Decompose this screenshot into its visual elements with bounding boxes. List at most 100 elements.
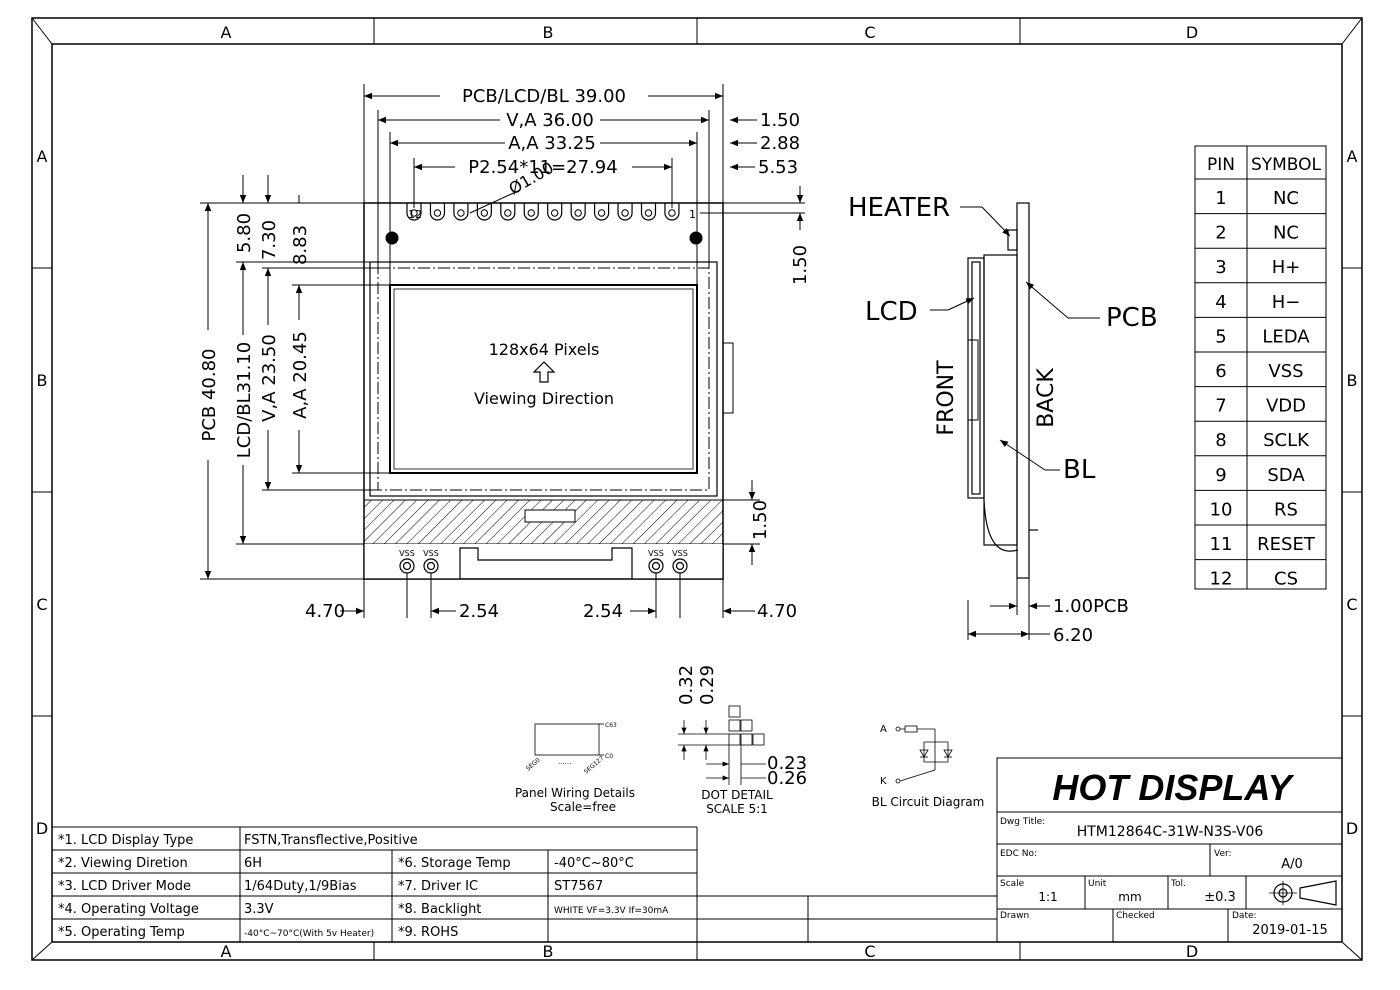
ver-label: Ver: [1214, 849, 1232, 859]
tol-value: ±0.3 [1204, 890, 1236, 905]
pin-symbol: SCLK [1263, 430, 1310, 451]
pin-1-label: 1 [689, 208, 696, 221]
dim-pcb-thickness: 1.00PCB [1053, 596, 1129, 617]
cathode-label: K [880, 776, 887, 787]
vss-pads [399, 558, 688, 574]
pin-number: 10 [1210, 499, 1233, 520]
header-pin [640, 203, 657, 221]
spec-label: *6. Storage Temp [398, 856, 511, 871]
top-dimensions [363, 84, 805, 285]
vss-label-3: VSS [648, 549, 664, 558]
col-label-c-bottom: C [864, 942, 875, 961]
viewing-arrow-icon [532, 361, 556, 383]
dim-aa-width: A,A 33.25 [508, 133, 596, 154]
vss-label-4: VSS [672, 549, 688, 558]
tol-label: Tol. [1170, 879, 1186, 889]
pin-symbol: VDD [1266, 396, 1306, 417]
dim-total-thickness: 6.20 [1053, 625, 1093, 646]
pin-number: 6 [1215, 361, 1226, 382]
dim-top-3: 8.83 [290, 225, 311, 265]
panel-wiring-caption: Panel Wiring Details [515, 786, 635, 800]
side-lcd [967, 257, 985, 499]
pin-number: 7 [1215, 396, 1226, 417]
dim-bottom-left-pitch: 2.54 [459, 601, 499, 622]
screen-label: 128x64 Pixels [489, 340, 600, 359]
projection-symbol-icon [1269, 880, 1337, 906]
mounting-hole-left [385, 231, 399, 245]
side-tab [722, 342, 734, 414]
dim-right-3: 5.53 [758, 157, 798, 178]
pcb-label: PCB [1106, 303, 1158, 333]
front-labels: 12 1 128x64 Pixels Viewing Direction VSS… [399, 208, 696, 558]
dot-detail-caption: DOT DETAIL [701, 788, 773, 802]
unit-value: mm [1118, 890, 1141, 904]
dim-pcb-width: PCB/LCD/BL 39.00 [462, 86, 626, 107]
side-pcb [1016, 202, 1030, 579]
company-logo: HOT DISPLAY [1052, 767, 1294, 808]
dim-right-vertical: 1.50 [790, 245, 811, 285]
bl-label: BL [1063, 455, 1096, 485]
spec-label: *5. Operating Temp [58, 925, 185, 940]
seg-left-label: SEG0 [525, 757, 542, 773]
dwg-title: HTM12864C-31W-N3S-V06 [1077, 824, 1264, 840]
bl-circuit: A K BL Circuit Diagram [872, 724, 985, 809]
pin-symbol: H+ [1272, 257, 1301, 278]
mounting-hole-right [689, 231, 703, 245]
row-label-b-right: B [1347, 371, 1358, 390]
col-label-d-bottom: D [1186, 942, 1198, 961]
pin-symbol: SDA [1267, 465, 1305, 486]
pin-number: 2 [1215, 223, 1226, 244]
spec-label: *3. LCD Driver Mode [58, 879, 191, 894]
ver-value: A/0 [1281, 857, 1303, 872]
pin-number: 8 [1215, 430, 1226, 451]
pin-symbol: NC [1273, 223, 1299, 244]
dot-dim-2: 0.29 [697, 665, 718, 705]
side-view [930, 202, 1100, 640]
drawn-label: Drawn [1000, 911, 1029, 921]
date-label: Date: [1232, 911, 1257, 921]
pin-number: 12 [1210, 569, 1233, 590]
header-pin [453, 203, 469, 221]
col-label-c-top: C [864, 23, 875, 42]
dim-lcd-bl-height: LCD/BL31.10 [234, 342, 255, 458]
pin-symbol: H− [1272, 292, 1301, 313]
spec-value: FSTN,Transflective,Positive [244, 833, 418, 848]
dot-detail: 0.32 0.29 0.23 0.26 DOT DETAIL SCALE 5:1 [676, 665, 807, 816]
pin-number: 4 [1215, 292, 1226, 313]
bottom-dimension-labels: 4.70 2.54 2.54 4.70 1.50 [305, 500, 797, 622]
pin-row [406, 203, 680, 221]
viewing-area [377, 267, 710, 491]
heater-label: HEATER [848, 193, 950, 223]
spec-label: *4. Operating Voltage [58, 902, 199, 917]
dwg-title-label: Dwg Title: [1000, 817, 1045, 827]
pin-symbol: VSS [1268, 361, 1303, 382]
pin-symbol: NC [1273, 188, 1299, 209]
pin-symbol: RS [1274, 499, 1298, 520]
seg-right-label: SEG127 [583, 755, 606, 776]
dim-va-height: V,A 23.50 [259, 334, 280, 422]
com-bottom-label: C0 [605, 753, 613, 760]
checked-label: Checked [1116, 911, 1155, 921]
spec-value: -40°C~70°C(With 5v Heater) [244, 929, 374, 939]
pin-header: PIN [1207, 155, 1235, 175]
top-dimension-labels: PCB/LCD/BL 39.00 V,A 36.00 A,A 33.25 P2.… [462, 86, 811, 285]
header-pin [664, 203, 680, 221]
side-view-labels: HEATER LCD PCB FRONT BACK BL 1.00PCB 6.2… [848, 193, 1158, 646]
header-pin [476, 203, 492, 221]
header-pin [594, 203, 610, 221]
dot-dim-1: 0.32 [676, 665, 697, 705]
header-pin [429, 203, 446, 221]
front-label: FRONT [934, 360, 959, 436]
left-dimensions [200, 175, 390, 580]
row-label-d-right: D [1346, 819, 1358, 838]
title-block: HOT DISPLAY Dwg Title: HTM12864C-31W-N3S… [996, 757, 1343, 943]
panel-wiring-scale: Scale=free [550, 800, 616, 814]
row-label-c-right: C [1346, 595, 1357, 614]
col-label-a-top: A [221, 23, 232, 42]
header-pin [570, 203, 586, 221]
dim-pin-pitch: P2.54*11=27.94 [468, 157, 617, 178]
row-label-b-left: B [37, 371, 48, 390]
